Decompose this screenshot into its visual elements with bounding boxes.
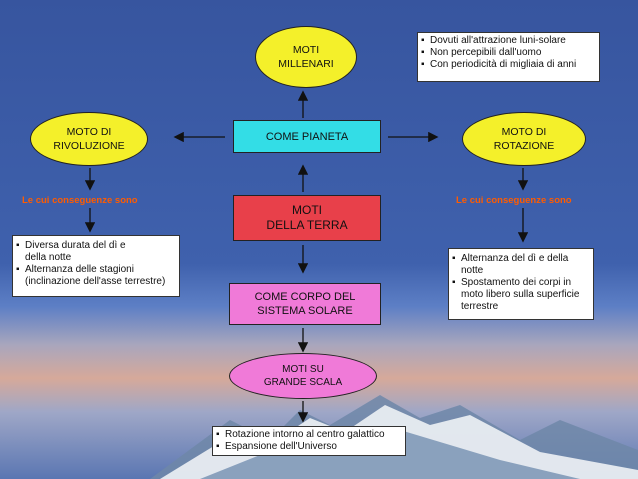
grande-scala-list: Rotazione intorno al centro galattico Es… [212,426,406,456]
list-item: Alternanza delle stagioni (inclinazione … [16,264,176,288]
list-item: Non percepibili dall'uomo [421,47,596,59]
millenari-line2: MILLENARI [278,58,334,70]
solar-line2: SISTEMA SOLARE [257,305,353,317]
moto-rivoluzione-ellipse: MOTO DI RIVOLUZIONE [30,112,148,166]
rivoluzione-line1: MOTO DI [66,126,112,138]
planet-label: COME PIANETA [265,130,349,143]
come-corpo-sistema-solare-box: COME CORPO DEL SISTEMA SOLARE [229,283,381,325]
solar-line1: COME CORPO DEL [254,291,356,303]
moto-rotazione-ellipse: MOTO DI ROTAZIONE [462,112,586,166]
list-item: Alternanza del dì e della notte [452,253,590,277]
list-item: Spostamento dei corpi in moto libero sul… [452,277,590,313]
consequences-label-right: Le cui conseguenze sono [456,195,572,206]
center-line1: MOTI [292,203,322,217]
rotazione-line2: ROTAZIONE [493,140,555,152]
moti-grande-scala-ellipse: MOTI SU GRANDE SCALA [229,353,377,399]
grande-line2: GRANDE SCALA [263,377,343,388]
come-pianeta-box: COME PIANETA [233,120,381,153]
millenari-line1: MOTI [292,44,320,56]
list-item: Con periodicità di migliaia di anni [421,59,596,71]
rotazione-line1: MOTO DI [501,126,547,138]
center-line2: DELLA TERRA [266,218,348,232]
list-item: Rotazione intorno al centro galattico [216,429,402,441]
rivoluzione-line2: RIVOLUZIONE [53,140,125,152]
millenari-list: Dovuti all'attrazione luni-solare Non pe… [417,32,600,82]
grande-line1: MOTI SU [282,364,324,375]
list-item: Diversa durata del dì e della notte [16,240,176,264]
consequences-label-left: Le cui conseguenze sono [22,195,138,206]
list-item: Dovuti all'attrazione luni-solare [421,35,596,47]
moti-millenari-ellipse: MOTI MILLENARI [255,26,357,88]
rotazione-list: Alternanza del dì e della notte Spostame… [448,248,594,320]
list-item: Espansione dell'Universo [216,441,402,453]
rivoluzione-list: Diversa durata del dì e della notte Alte… [12,235,180,297]
